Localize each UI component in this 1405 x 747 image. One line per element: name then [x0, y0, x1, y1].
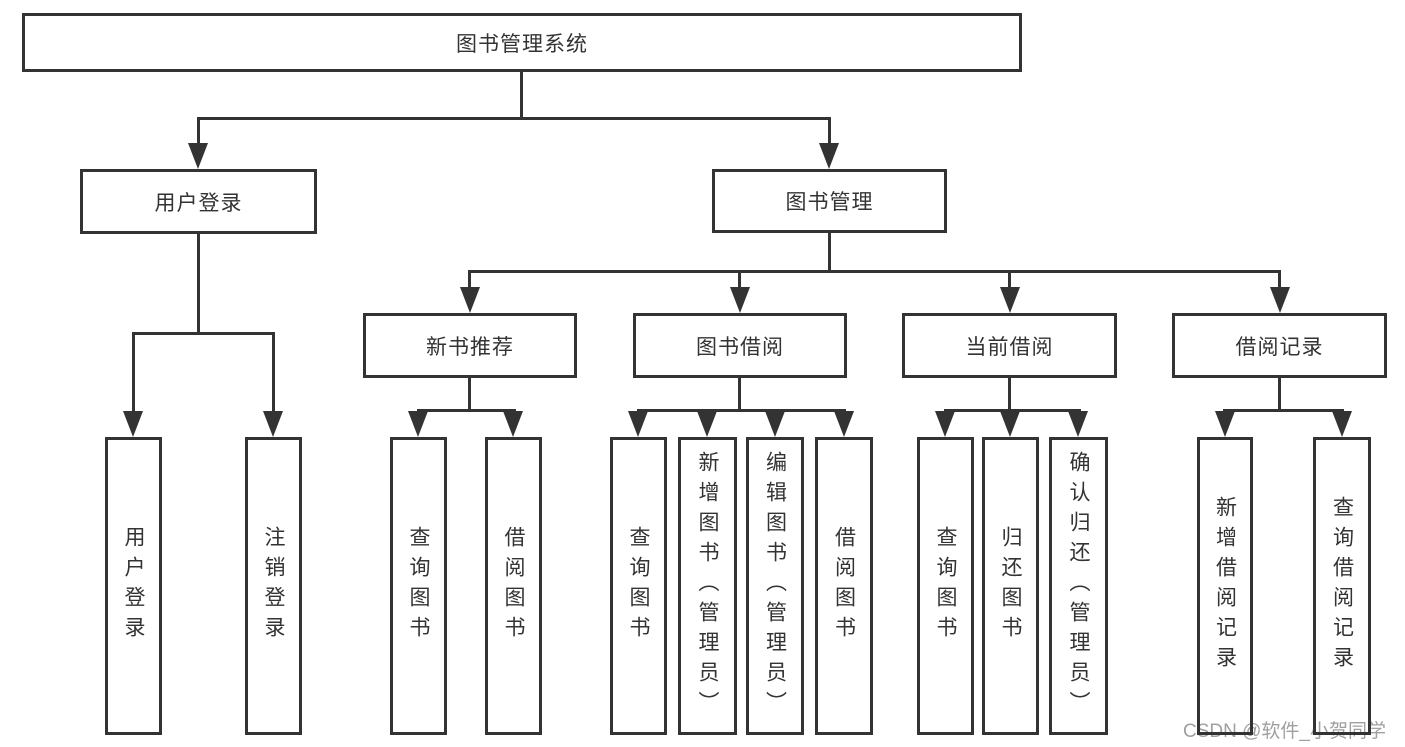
arrow-down-icon	[263, 411, 283, 437]
node-book-borrowing: 图书借阅	[633, 313, 847, 378]
leaf-borrow-books-recommend-label: 借阅图书	[502, 526, 525, 646]
leaf-add-borrow-record: 新增借阅记录	[1197, 437, 1253, 735]
leaf-query-books-current-label: 查询图书	[934, 526, 957, 646]
leaf-add-borrow-record-label: 新增借阅记录	[1213, 496, 1237, 676]
node-borrowing-records: 借阅记录	[1172, 313, 1387, 378]
node-current-borrowing-label: 当前借阅	[965, 335, 1054, 359]
arrow-down-icon	[188, 143, 208, 169]
leaf-logout: 注销登录	[245, 437, 302, 735]
leaf-confirm-return-admin: 确认归还（管理员）	[1049, 437, 1108, 735]
arrow-down-icon	[503, 411, 523, 437]
leaf-borrow-books-borrowing: 借阅图书	[815, 437, 873, 735]
node-current-borrowing: 当前借阅	[902, 313, 1117, 378]
leaf-add-books-admin-label: 新增图书（管理员）	[696, 451, 719, 721]
connector-stem-book-management	[828, 117, 831, 145]
node-new-book-recommendation-label: 新书推荐	[426, 335, 514, 359]
node-borrowing-records-label: 借阅记录	[1235, 335, 1324, 359]
arrow-down-icon	[1270, 287, 1290, 313]
connector-current-borrow-trunk	[1008, 378, 1011, 411]
leaf-return-books-label: 归还图书	[999, 526, 1022, 646]
connector-stem-leaf-user-login	[132, 332, 135, 412]
leaf-query-books-borrowing: 查询图书	[610, 437, 667, 735]
leaf-edit-books-admin-label: 编辑图书（管理员）	[763, 451, 787, 721]
connector-stem-borrow-records	[1278, 270, 1281, 288]
leaf-confirm-return-admin-label: 确认归还（管理员）	[1067, 451, 1090, 721]
connector-stem-book-borrow	[738, 270, 741, 288]
arrow-down-icon	[935, 411, 955, 437]
node-book-management-label: 图书管理	[785, 191, 874, 214]
arrow-down-icon	[730, 287, 750, 313]
connector-book-borrow-trunk	[738, 378, 741, 411]
node-book-borrowing-label: 图书借阅	[696, 335, 784, 359]
leaf-borrow-books-recommend: 借阅图书	[485, 437, 542, 735]
node-user-login: 用户登录	[80, 169, 317, 234]
arrow-down-icon	[628, 411, 648, 437]
leaf-add-books-admin: 新增图书（管理员）	[678, 437, 737, 735]
leaf-user-login-label: 用户登录	[122, 526, 145, 646]
leaf-edit-books-admin: 编辑图书（管理员）	[746, 437, 804, 735]
leaf-query-books-current: 查询图书	[917, 437, 974, 735]
connector-borrow-records-trunk	[1278, 378, 1281, 411]
connector-root-trunk	[520, 72, 523, 119]
connector-book-management-branch	[468, 270, 1281, 273]
connector-stem-leaf-logout	[272, 332, 275, 412]
csdn-watermark: CSDN @软件_小贺同学	[1183, 721, 1386, 742]
arrow-down-icon	[1000, 411, 1020, 437]
leaf-query-books-recommend: 查询图书	[390, 437, 447, 735]
connector-current-borrow-branch	[944, 409, 1081, 412]
connector-stem-new-book	[468, 270, 471, 288]
leaf-user-login: 用户登录	[105, 437, 162, 735]
connector-stem-user-login	[197, 117, 200, 145]
leaf-query-borrow-record: 查询借阅记录	[1313, 437, 1371, 735]
arrow-down-icon	[1215, 411, 1235, 437]
arrow-down-icon	[123, 411, 143, 437]
connector-root-branch	[197, 117, 831, 120]
leaf-query-books-recommend-label: 查询图书	[407, 526, 430, 646]
leaf-query-books-borrowing-label: 查询图书	[627, 526, 650, 646]
arrow-down-icon	[408, 411, 428, 437]
leaf-query-borrow-record-label: 查询借阅记录	[1330, 496, 1354, 676]
connector-new-book-branch	[417, 409, 516, 412]
node-user-login-label: 用户登录	[154, 191, 243, 215]
arrow-down-icon	[765, 411, 785, 437]
arrow-down-icon	[460, 287, 480, 313]
node-library-management-system-label: 图书管理系统	[456, 32, 588, 56]
connector-book-borrow-branch	[637, 409, 846, 412]
arrow-down-icon	[1068, 411, 1088, 437]
leaf-return-books: 归还图书	[982, 437, 1039, 735]
connector-borrow-records-branch	[1223, 409, 1344, 412]
arrow-down-icon	[834, 411, 854, 437]
arrow-down-icon	[1000, 287, 1020, 313]
node-library-management-system: 图书管理系统	[22, 13, 1022, 72]
leaf-logout-label: 注销登录	[262, 526, 285, 646]
connector-stem-current-borrow	[1008, 270, 1011, 288]
arrow-down-icon	[1332, 411, 1352, 437]
connector-new-book-trunk	[468, 378, 471, 411]
arrow-down-icon	[697, 411, 717, 437]
node-new-book-recommendation: 新书推荐	[363, 313, 577, 378]
arrow-down-icon	[819, 143, 839, 169]
node-book-management: 图书管理	[712, 169, 947, 233]
leaf-borrow-books-borrowing-label: 借阅图书	[832, 526, 856, 646]
connector-user-login-trunk	[197, 234, 200, 335]
connector-user-login-branch	[132, 332, 275, 335]
connector-book-management-trunk	[828, 233, 831, 272]
